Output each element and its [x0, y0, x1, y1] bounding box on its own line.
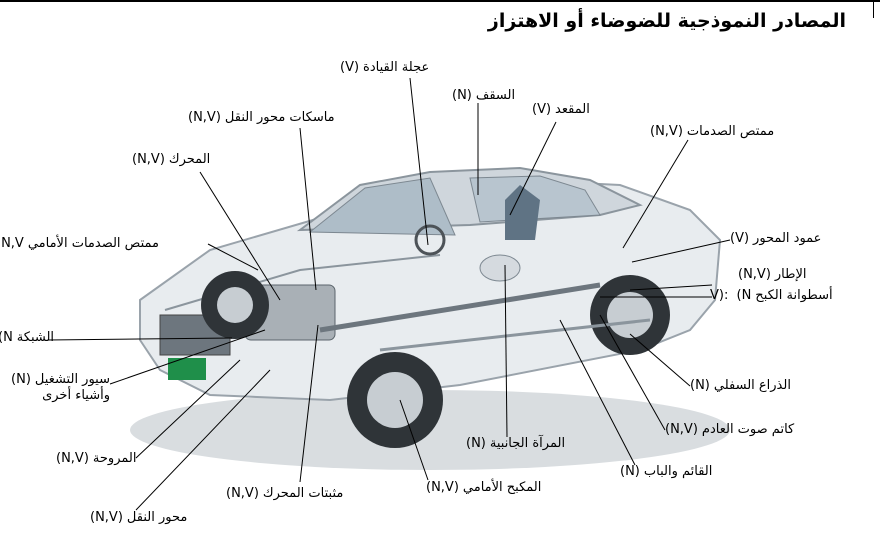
mirror-shape [479, 254, 521, 282]
label-code: (N,V) [738, 267, 771, 282]
label-name: القائم والباب [643, 464, 713, 479]
label-name: المقعد [555, 102, 590, 117]
label-name: المروحة [92, 451, 137, 466]
driveshaft-line [319, 282, 601, 333]
front-rim [367, 372, 423, 428]
label-name: أسطوانة الكبح [755, 288, 833, 303]
label-code: (N,V [0, 236, 24, 251]
steering-wheel-shape [414, 224, 446, 256]
rear-rim [607, 292, 653, 338]
label-code: (N [0, 330, 13, 345]
label-transmission-mount: (N,V)ماسكات محور النقل [188, 110, 335, 126]
label-lower-arm: (N)الذراع السفلي [690, 378, 791, 394]
label-name: ممتص الصدمات الأمامي [27, 236, 160, 251]
label-code: (N,V) [665, 422, 698, 437]
label-name: محور النقل [126, 510, 188, 525]
side-rule [873, 0, 874, 18]
label-code: (V) [532, 102, 552, 117]
label-seat: (V)المقعد [532, 102, 590, 118]
license-plate [168, 358, 206, 380]
label-code: (N [736, 288, 752, 303]
label-name: السقف [475, 88, 516, 103]
label-code: (N,V) [226, 486, 259, 501]
exhaust-line [379, 318, 651, 352]
label-engine: (N,V)المحرك [132, 152, 210, 168]
label-code: (V) [730, 231, 750, 246]
label-name: عجلة القيادة [363, 60, 430, 75]
label-mirror: (N)المرآة الجانبية [466, 436, 565, 452]
label-name: سيور التشغيل وأشياء أخرى [34, 372, 110, 403]
label-code: (N) [466, 436, 486, 451]
top-rule [0, 0, 880, 2]
leader-lines [47, 77, 731, 511]
label-name: ممتص الصدمات [686, 124, 775, 139]
label-code: (N) [690, 378, 710, 393]
label-code: (N,V) [56, 451, 89, 466]
label-code: (N) [452, 88, 472, 103]
label-name: الذراع السفلي [713, 378, 791, 393]
label-driveshaft: (N,V)محور النقل [90, 510, 187, 526]
seat-shape [505, 185, 540, 240]
front-left-rim [217, 287, 253, 323]
label-muffler: (N,V)كاتم صوت العادم [665, 422, 794, 438]
label-code: (N,V) [426, 480, 459, 495]
label-belts: (N)سيور التشغيل وأشياء أخرى [0, 372, 110, 404]
label-steering-column: (V)عمود المحور [730, 231, 821, 247]
label-name: كاتم صوت العادم [701, 422, 795, 437]
label-code: (N,V) [650, 124, 683, 139]
page-title: المصادر النموذجية للضوضاء أو الاهتزاز [487, 10, 846, 32]
label-steering-wheel: (V)عجلة القيادة [340, 60, 429, 76]
label-roof: (N)السقف [452, 88, 515, 104]
label-name: المحرك [168, 152, 211, 167]
label-name: مثبتات المحرك [262, 486, 344, 501]
label-tire: (N,V)الإطار [738, 267, 807, 283]
label-fan: (N,V)المروحة [56, 451, 136, 467]
label-code: (N,V) [188, 110, 221, 125]
label-name: ماسكات محور النقل [224, 110, 335, 125]
label-code: (V) [340, 60, 360, 75]
windshield [308, 177, 456, 236]
label-front-brake: (N,V)المكبح الأمامي [426, 480, 541, 496]
label-rear-shock: (N,V)ممتص الصدمات [650, 124, 774, 140]
label-name: المكبح الأمامي [462, 480, 542, 495]
label-code: (N,V) [132, 152, 165, 167]
label-name: عمود المحور [753, 231, 822, 246]
label-code: (N) [620, 464, 640, 479]
label-pillar-door: (N)القائم والباب [620, 464, 712, 480]
label-name: الإطار [774, 267, 807, 282]
label-engine-mount: (N,V)مثبتات المحرك [226, 486, 343, 502]
label-code: (N,V) [90, 510, 123, 525]
label-code: (N) [11, 372, 31, 387]
label-name: الشبكة [16, 330, 55, 345]
label-name: المرآة الجانبية [489, 436, 566, 451]
label-code: V): [710, 288, 729, 303]
